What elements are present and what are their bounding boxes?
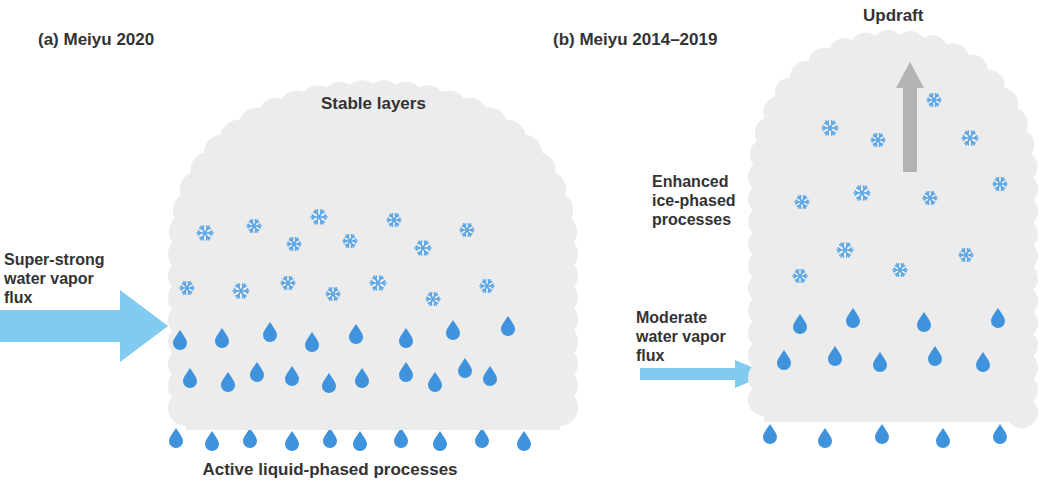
rain-drop [818, 428, 832, 448]
rain-drop [475, 428, 489, 448]
snowflake [822, 121, 838, 135]
rain-drop [993, 424, 1007, 444]
rain-drop [173, 330, 187, 350]
snowflake [923, 192, 937, 204]
rain-drop [928, 346, 942, 366]
rain-drop [263, 322, 277, 342]
cloud: Stable layers [168, 80, 578, 430]
rain-drop [221, 372, 235, 392]
snowflake [426, 293, 440, 305]
updraft-label: Updraft [863, 6, 923, 25]
rain-drop [349, 324, 363, 344]
snowflake [415, 241, 431, 255]
snowflake [326, 288, 340, 300]
process-label: Enhanced ice-phased processes [652, 172, 746, 229]
rain-drop [215, 328, 229, 348]
rain-drop [828, 346, 842, 366]
snowflake [993, 178, 1007, 190]
snowflake [370, 276, 386, 290]
snowflake [233, 284, 249, 298]
snowflake [281, 277, 295, 289]
process-label: Active liquid-phased processes [120, 460, 540, 479]
rain-drop [793, 314, 807, 334]
snowflake [247, 220, 261, 232]
rain-drop [322, 373, 336, 393]
snowflake [893, 264, 907, 276]
panel-title: (b) Meiyu 2014–2019 [553, 30, 717, 49]
rain-drop [169, 428, 183, 448]
rain-drop [991, 308, 1005, 328]
rain-drop [936, 428, 950, 448]
rain-drop [305, 332, 319, 352]
snowflake [854, 186, 870, 200]
snowflake [311, 210, 327, 224]
rain-drop [399, 328, 413, 348]
rain-drop [873, 352, 887, 372]
snowflake [197, 226, 213, 240]
cloud-body [764, 46, 1022, 422]
rain-drop [394, 428, 408, 448]
rain-drop [399, 362, 413, 382]
rain-drop [917, 312, 931, 332]
rain-drop [846, 308, 860, 328]
rain-drop [250, 362, 264, 382]
rain-drop [763, 424, 777, 444]
snowflake [793, 270, 807, 282]
rain-drop [183, 368, 197, 388]
rain-drop [428, 372, 442, 392]
snowflake [387, 214, 401, 226]
rain-drop [323, 428, 337, 448]
rain-drop [446, 320, 460, 340]
snowflake [959, 249, 973, 261]
rain-drop [205, 431, 219, 451]
rain-drop [483, 366, 497, 386]
cloud-shape [748, 30, 1038, 422]
rain-drop [285, 366, 299, 386]
panel-title: (a) Meiyu 2020 [38, 30, 154, 49]
snowflake [795, 196, 809, 208]
flux-label: Super-strong water vapor flux [4, 250, 118, 307]
rain-drop [355, 368, 369, 388]
rain-drop [517, 431, 531, 451]
snowflake [480, 280, 494, 292]
rain-drop [976, 352, 990, 372]
snowflake [287, 238, 301, 250]
flux-label: Moderate water vapor flux [636, 308, 736, 365]
rain-drop [458, 358, 472, 378]
snowflake [180, 282, 194, 294]
cloud-label: Stable layers [321, 94, 426, 113]
rain-drop [777, 350, 791, 370]
rain-drop [285, 431, 299, 451]
snowflake [837, 243, 853, 257]
snowflake [871, 134, 885, 146]
cloud-puff [1006, 396, 1038, 428]
cloud-body [186, 98, 560, 430]
snowflake [460, 224, 474, 236]
rain-drop [353, 431, 367, 451]
updraft-arrow [896, 62, 924, 172]
cloud: Updraft [748, 30, 1038, 422]
rain-drop [501, 316, 515, 336]
cloud-puff [542, 390, 578, 426]
snowflake [343, 235, 357, 247]
snowflake [927, 94, 941, 106]
rain-drop [243, 428, 257, 448]
rain-drop [433, 431, 447, 451]
rain-drop [875, 424, 889, 444]
snowflake [962, 131, 978, 145]
cloud-shape [168, 80, 578, 430]
